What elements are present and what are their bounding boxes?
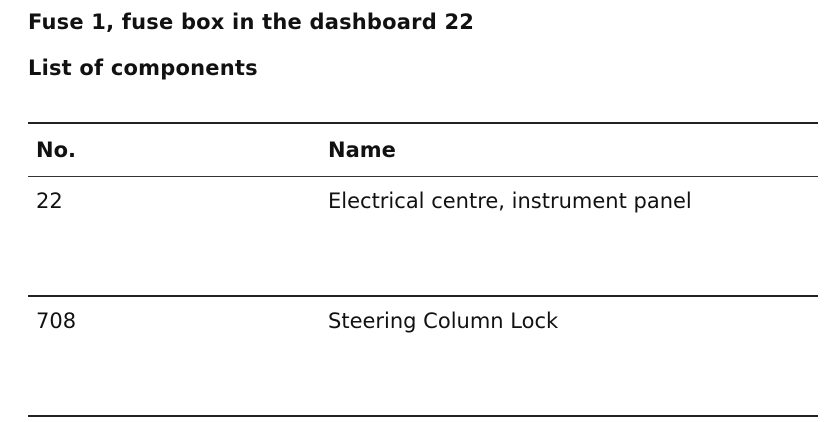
components-table: No. Name 22 Electrical centre, instrumen… <box>28 122 818 417</box>
table-row: 708 Steering Column Lock <box>28 297 818 415</box>
column-header-no: No. <box>36 138 76 162</box>
table-bottom-rule <box>28 415 818 417</box>
header-divider <box>28 176 818 177</box>
row-name: Steering Column Lock <box>328 309 559 333</box>
page-title: Fuse 1, fuse box in the dashboard 22 <box>28 10 475 34</box>
table-top-rule <box>28 122 818 124</box>
section-heading: List of components <box>28 56 258 80</box>
table-header-row: No. Name <box>28 124 818 176</box>
row-name: Electrical centre, instrument panel <box>328 189 692 213</box>
row-number: 22 <box>36 189 63 213</box>
column-header-name: Name <box>328 138 396 162</box>
row-divider <box>28 295 818 297</box>
row-number: 708 <box>36 309 77 333</box>
table-row: 22 Electrical centre, instrument panel <box>28 177 818 295</box>
